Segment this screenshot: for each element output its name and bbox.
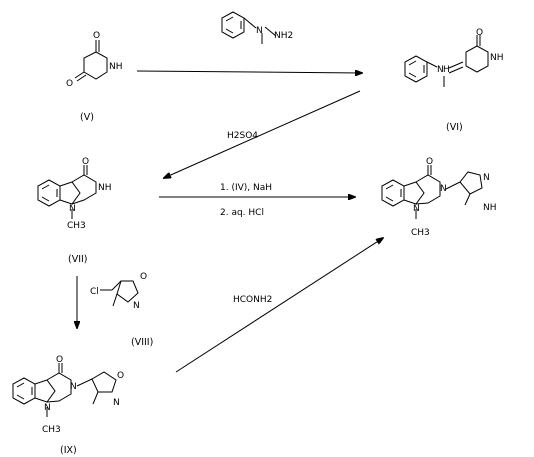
compound-vii-n: N (69, 204, 76, 214)
hconh2-reagent: HCONH2 (233, 295, 272, 305)
methylphenylhydrazine-structure: N NH2 (221, 11, 293, 44)
hydrazine-nh2: NH2 (274, 31, 293, 41)
step3-reagent-a: 1. (IV), NaH (220, 183, 272, 193)
compound-ix-n-lactam: N (70, 382, 77, 392)
compound-v-nh: NH (109, 62, 123, 72)
h2so4-reagent: H2SO4 (227, 131, 258, 141)
arrow-v-to-vi (136, 71, 362, 73)
product-n-indole: N (413, 204, 420, 214)
compound-vii-structure: O NH N CH3 (37, 157, 112, 231)
step3-reagent-b: 2. aq. HCl (220, 208, 264, 218)
product-structure: O N N CH3 N NH (381, 157, 497, 238)
compound-vi-nh: NH (490, 53, 504, 63)
compound-vi-h: H (443, 65, 450, 75)
product-o: O (426, 157, 433, 167)
compound-ix-n-oxazole: N (113, 398, 120, 408)
compound-vi-structure: O NH N H (404, 28, 504, 87)
compound-viii-n: N (133, 301, 140, 311)
compound-ix-ch3: CH3 (42, 425, 61, 435)
compound-ix-o-oxazole: O (117, 371, 124, 381)
compound-ix-label: (IX) (60, 445, 77, 456)
compound-vii-nh: NH (98, 183, 112, 193)
compound-vii-label: (VII) (68, 254, 88, 265)
compound-v-structure: O O NH (66, 31, 123, 89)
hydrazine-n1: N (256, 26, 263, 36)
compound-vii-o: O (82, 157, 89, 167)
compound-viii-structure: Cl O N (90, 272, 147, 311)
compound-ix-n-indole: N (44, 403, 51, 413)
compound-v-o1: O (93, 31, 100, 41)
compound-ix-structure: O N N CH3 O N (12, 355, 124, 435)
compound-vii-ch3: CH3 (67, 221, 86, 231)
compound-vi-o: O (476, 28, 483, 38)
compound-viii-label: (VIII) (131, 337, 153, 348)
compound-vi-n: N (437, 65, 444, 75)
compound-ix-o: O (56, 355, 63, 365)
compound-v-o2: O (66, 79, 73, 89)
arrow-ix-to-product (175, 238, 383, 373)
arrow-vi-to-vii (164, 90, 361, 178)
compound-vi-label: (VI) (446, 122, 463, 133)
product-ch3: CH3 (411, 228, 430, 238)
compound-viii-o: O (140, 272, 147, 282)
product-n-lactam: N (440, 184, 447, 194)
product-nh-imidazole: NH (483, 203, 497, 213)
product-n-imidazole: N (483, 173, 490, 183)
compound-v-label: (V) (80, 112, 94, 123)
compound-viii-cl: Cl (90, 287, 99, 297)
